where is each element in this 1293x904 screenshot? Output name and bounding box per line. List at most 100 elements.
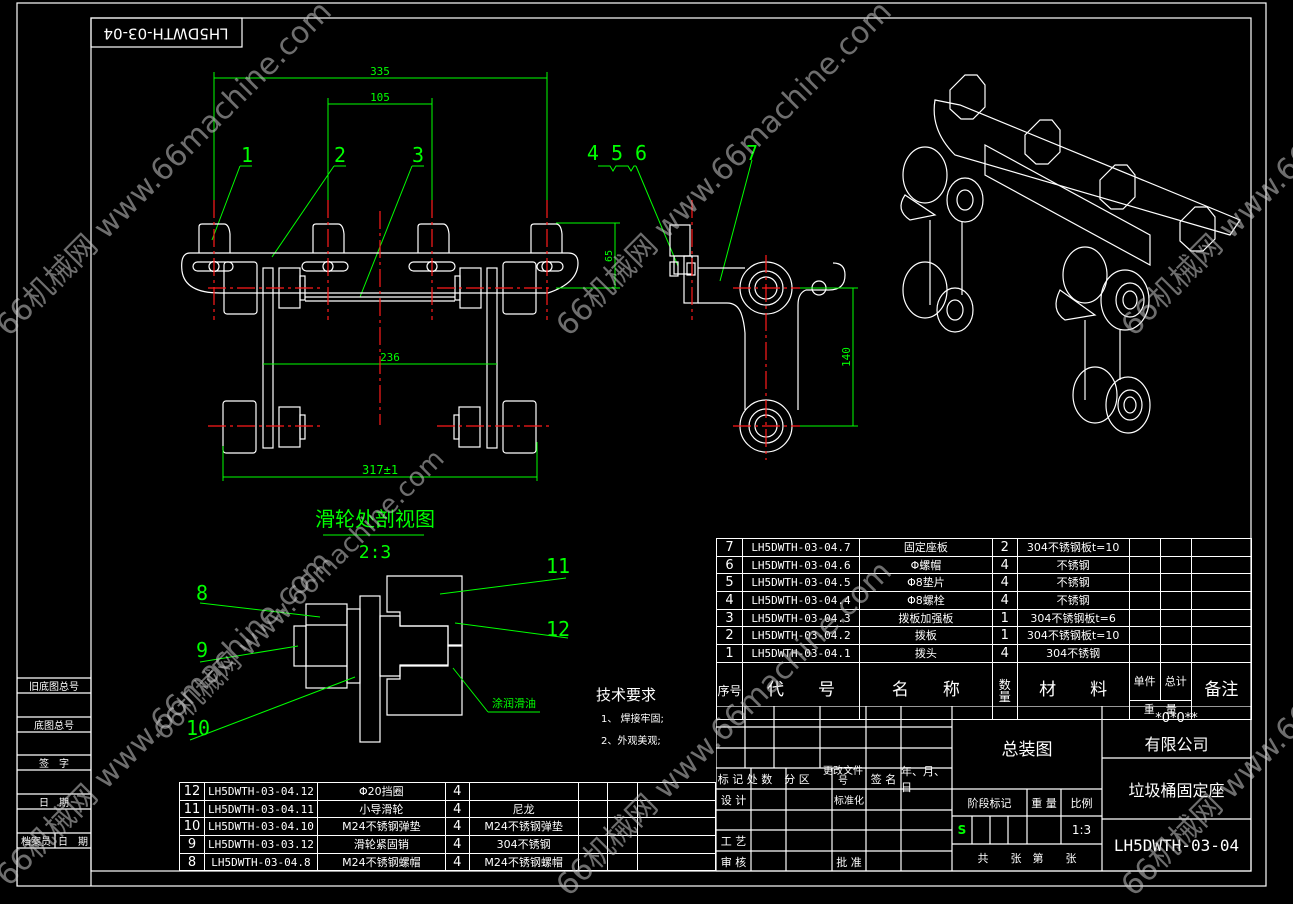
tb-company-line2: 有限公司	[1144, 735, 1209, 754]
section-scale: 2:3	[359, 542, 392, 563]
bom-cell-name: 滑轮紧固销	[316, 835, 446, 854]
bom-cell-qty: 4	[991, 555, 1018, 575]
tb-drawing-type: 总装图	[1001, 740, 1053, 760]
bom-cell-unit-weight	[1128, 626, 1161, 646]
bom-cell-qty: 4	[444, 835, 470, 854]
bom-cell-no: 10	[179, 817, 205, 837]
bom-cell-name: 小导滑轮	[316, 799, 446, 819]
hdr-unit: 单件	[1128, 661, 1161, 701]
tb-scale-value: 1:3	[1071, 823, 1092, 837]
bom-cell-no: 1	[716, 644, 743, 663]
tb-standard: 标准化	[834, 796, 864, 807]
bom-cell-total-weight	[1159, 626, 1192, 646]
bom-cell-qty: 4	[991, 644, 1018, 663]
rotated-code-box	[90, 17, 243, 48]
dim-317: 317±1	[362, 463, 398, 477]
bom-cell-remark	[1190, 626, 1253, 646]
tech-title: 技术要求	[596, 686, 656, 704]
rotated-code: LH5DWTH-03-04	[103, 25, 228, 43]
tb-zone: 分 区	[784, 772, 810, 786]
bom-cell-unit-weight	[577, 835, 609, 854]
tb-company-line1: *0*0**	[1155, 710, 1198, 726]
side-label-archive-date: 日 期	[58, 837, 88, 848]
bom-cell-code: LH5DWTH-03-04.10	[203, 817, 318, 837]
front-view: 335 105 1 2 3	[181, 65, 620, 481]
section-view: 滑轮处剖视图 2:3 8 9 10 11 12 涂润滑	[186, 507, 570, 743]
tb-count: 处 数	[746, 772, 773, 786]
callout-9: 9	[196, 638, 208, 662]
bom-cell-material	[468, 782, 579, 801]
bom-cell-total-weight	[607, 835, 639, 854]
bom-cell-remark	[1190, 591, 1253, 610]
bom-cell-code: LH5DWTH-03-04.8	[203, 852, 318, 872]
tech-item-2: 2、外观美观;	[601, 734, 661, 747]
side-label-old-base-no: 旧底图总号	[29, 682, 79, 693]
bom-cell-total-weight	[1159, 608, 1192, 628]
side-label-archivist: 档案员	[21, 837, 51, 848]
bom-cell-material: 不锈钢	[1016, 591, 1130, 610]
bom-cell-code: LH5DWTH-03-04.1	[741, 644, 861, 663]
bom-cell-name: M24不锈钢弹垫	[316, 817, 446, 837]
hdr-name: 名 称	[859, 661, 993, 720]
tb-sign: 签 名	[870, 772, 897, 786]
bom-cell-material: 304不锈钢板t=6	[1016, 608, 1130, 628]
outer-frame	[16, 2, 1267, 887]
hdr-weight: 重 量	[1128, 699, 1192, 720]
bom-cell-total-weight	[607, 852, 639, 872]
tb-date: 年、月、日	[901, 764, 945, 794]
bom-cell-unit-weight	[1128, 644, 1161, 663]
section-title: 滑轮处剖视图	[315, 507, 435, 531]
bom-cell-remark	[637, 817, 716, 837]
bom-cell-code: LH5DWTH-03-04.12	[203, 782, 318, 801]
bom-cell-no: 11	[179, 799, 205, 819]
tb-drawing-number: LH5DWTH-03-04	[1113, 835, 1240, 855]
bom-cell-material: M24不锈钢螺帽	[468, 852, 579, 872]
dim-236: 236	[380, 351, 400, 364]
bom-cell-name: Φ8螺栓	[859, 591, 993, 610]
bom-cell-total-weight	[1159, 538, 1192, 557]
bom-cell-qty: 4	[444, 782, 470, 801]
bom-cell-code: LH5DWTH-03-04.5	[741, 573, 861, 593]
callout-11: 11	[546, 554, 570, 578]
dim-335: 335	[370, 65, 390, 78]
bom-cell-unit-weight	[1128, 591, 1161, 610]
callout-8: 8	[196, 581, 208, 605]
bom-cell-qty: 2	[991, 538, 1018, 557]
bom-cell-total-weight	[607, 782, 639, 801]
bom-cell-unit-weight	[1128, 538, 1161, 557]
bom-upper-header: 序号 代 号 名 称 数量 材 料 单件 总计 备注	[716, 661, 1253, 720]
hdr-qty: 数量	[991, 661, 1018, 720]
bom-cell-no: 4	[716, 591, 743, 610]
bom-cell-name: 拨板加强板	[859, 608, 993, 628]
bom-cell-unit-weight	[577, 782, 609, 801]
tech-requirements: 技术要求 1、 焊接牢固; 2、外观美观;	[596, 686, 664, 747]
bom-cell-unit-weight	[577, 852, 609, 872]
tb-sheets: 共 张 第 张	[977, 851, 1077, 865]
hdr-remark: 备注	[1190, 661, 1253, 720]
bom-cell-qty: 1	[991, 608, 1018, 628]
bom-cell-remark	[1190, 608, 1253, 628]
bom-cell-total-weight	[1159, 591, 1192, 610]
side-label-date: 日 期	[39, 798, 69, 809]
bom-cell-no: 9	[179, 835, 205, 854]
bom-cell-material: 304不锈钢	[468, 835, 579, 854]
bom-cell-code: LH5DWTH-03-04.3	[741, 608, 861, 628]
tb-approve: 批 准	[836, 855, 862, 869]
bom-cell-name: 拨板	[859, 626, 993, 646]
bom-cell-material: 304不锈钢板t=10	[1016, 626, 1130, 646]
bom-cell-remark	[1190, 573, 1253, 593]
bom-cell-material: 不锈钢	[1016, 555, 1130, 575]
bom-cell-qty: 4	[444, 799, 470, 819]
bom-cell-remark	[1190, 538, 1253, 557]
bom-cell-unit-weight	[577, 799, 609, 819]
callout-10: 10	[186, 716, 210, 740]
tb-stage: 阶段标记	[967, 796, 1012, 810]
bom-cell-no: 5	[716, 573, 743, 593]
bom-cell-remark	[1190, 644, 1253, 663]
